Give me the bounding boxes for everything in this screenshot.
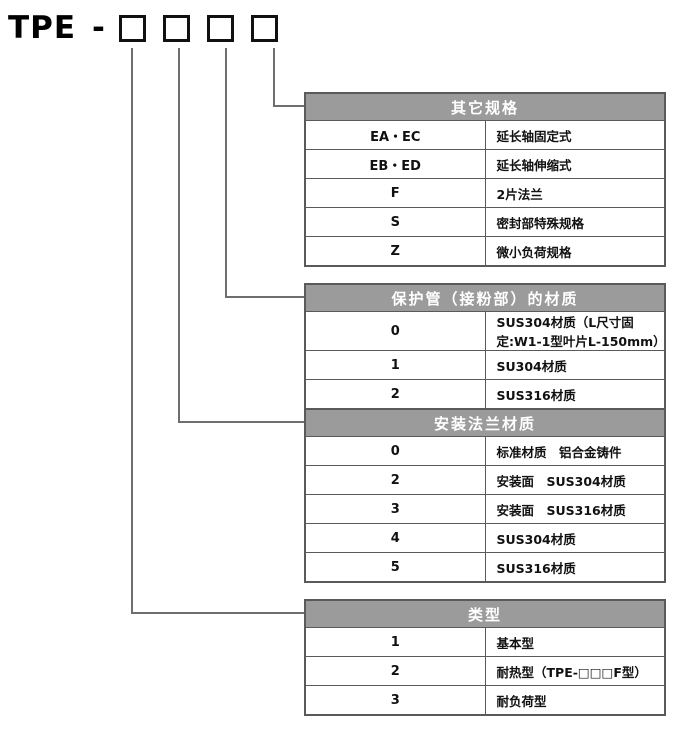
row-description: 延长轴固定式 (484, 120, 665, 150)
row-description: 安装面 SUS304材质 (484, 465, 665, 495)
code-box-4 (250, 14, 278, 42)
row-description: SU304材质 (484, 350, 665, 380)
spec-table-header-type: 类型 (305, 600, 665, 628)
row-code: F (305, 178, 486, 208)
connector-line-type-horizontal (131, 612, 304, 614)
row-description: 微小负荷规格 (484, 236, 665, 266)
row-description: SUS304材质 (484, 523, 665, 553)
row-code: 0 (305, 311, 486, 351)
model-prefix: TPE (8, 9, 77, 46)
connector-line-tube-vertical (225, 48, 227, 296)
code-box-2 (162, 14, 190, 42)
connector-line-flange-vertical (178, 48, 180, 421)
row-description: 密封部特殊规格 (484, 207, 665, 237)
row-code: 4 (305, 523, 486, 553)
row-code: 1 (305, 350, 486, 380)
row-description: SUS316材质 (484, 552, 665, 582)
row-code: 3 (305, 685, 486, 715)
row-code: Z (305, 236, 486, 266)
row-description: 2片法兰 (484, 178, 665, 208)
spec-table-header-protection-tube-material: 保护管（接粉部）的材质 (305, 284, 665, 312)
connector-line-other-specs-horizontal (273, 105, 304, 107)
row-description: SUS316材质 (484, 379, 665, 409)
row-description: 耐热型（TPE-□□□F型） (484, 656, 665, 686)
row-code: 2 (305, 465, 486, 495)
row-description: SUS304材质（L尺寸固定:W1-1型叶片L-150mm） (484, 311, 666, 351)
code-box-3 (206, 14, 234, 42)
row-code: 5 (305, 552, 486, 582)
row-code: 1 (305, 627, 486, 657)
model-dash: - (92, 9, 105, 46)
connector-line-tube-horizontal (225, 296, 304, 298)
code-box-1 (118, 14, 146, 42)
row-code: EA・EC (305, 120, 486, 150)
connector-line-flange-horizontal (178, 421, 304, 423)
connector-line-type-vertical (131, 48, 133, 612)
row-code: 0 (305, 436, 486, 466)
row-code: EB・ED (305, 149, 486, 179)
connector-line-other-specs-vertical (273, 48, 275, 105)
row-description: 延长轴伸缩式 (484, 149, 665, 179)
row-description: 基本型 (484, 627, 665, 657)
spec-table-header-other-specs: 其它规格 (305, 93, 665, 121)
row-code: 2 (305, 379, 486, 409)
spec-table-header-mounting-flange-material: 安装法兰材质 (305, 409, 665, 437)
model-code-row: TPE - (8, 8, 278, 48)
row-code: 2 (305, 656, 486, 686)
row-description: 标准材质 铝合金铸件 (484, 436, 665, 466)
row-description: 耐负荷型 (484, 685, 665, 715)
row-code: 3 (305, 494, 486, 524)
row-code: S (305, 207, 486, 237)
row-description: 安装面 SUS316材质 (484, 494, 665, 524)
